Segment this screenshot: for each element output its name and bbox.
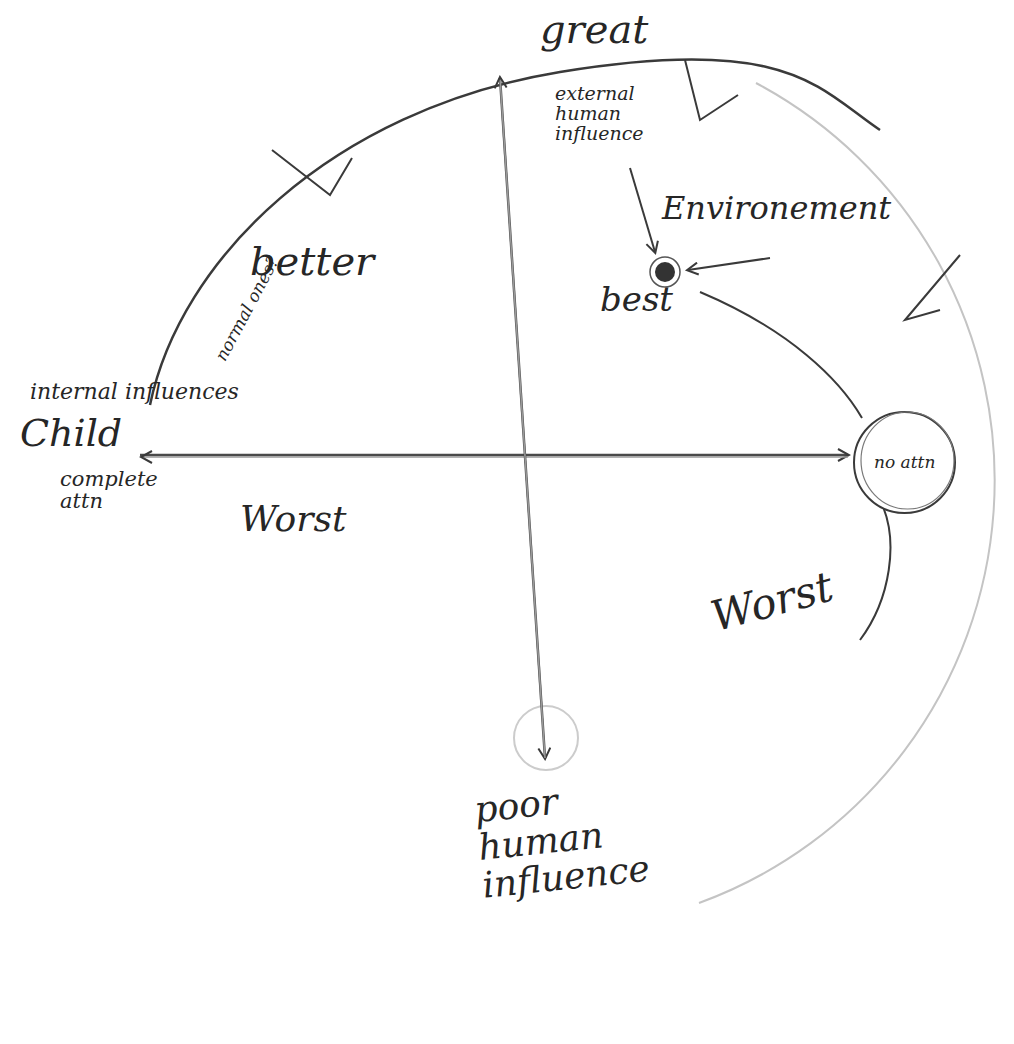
vertical-axis <box>500 78 545 758</box>
sketch-label: Worst <box>706 565 837 640</box>
environment-arrow <box>630 168 655 252</box>
sketch-label: external human influence <box>555 84 655 144</box>
sketch-label: great <box>540 8 648 50</box>
tick-mark <box>905 255 960 320</box>
vertical-axis <box>500 78 545 758</box>
curve-stroke <box>860 500 890 640</box>
sketch-label: Environement <box>662 192 891 226</box>
tick-mark <box>272 150 352 195</box>
sketch-label: better <box>250 240 374 282</box>
horizontal-axis <box>142 456 848 458</box>
environment-arrow <box>688 258 770 270</box>
sketch-label: complete attn <box>60 468 170 512</box>
curve-stroke <box>700 292 862 418</box>
faint-ring <box>514 706 578 770</box>
scribble-dot <box>655 262 675 282</box>
horizontal-axis <box>140 454 848 457</box>
sketch-label: internal influences <box>30 380 239 403</box>
sketch-label: poor human influence <box>473 773 659 904</box>
upper-arc <box>150 59 880 405</box>
circled-note: no attn <box>852 410 957 515</box>
sketch-label: best <box>600 282 673 318</box>
tick-mark <box>685 60 738 120</box>
note-text: no attn <box>874 454 935 472</box>
sketch-label: Child <box>20 414 122 454</box>
sketch-label: Worst <box>240 500 346 538</box>
